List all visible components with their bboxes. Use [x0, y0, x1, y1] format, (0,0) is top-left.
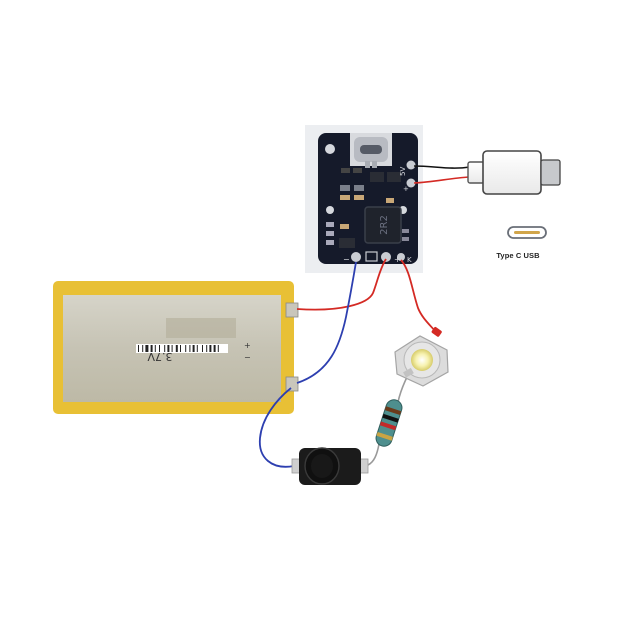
label-bat-plus: + [394, 255, 401, 264]
pad-bat-minus [351, 252, 361, 262]
wire-red-battery [296, 258, 387, 311]
wire-black-5v [413, 165, 471, 169]
battery-plus-mark: + [244, 341, 251, 350]
battery-minus-mark: − [244, 353, 251, 362]
barcode-bar [196, 345, 198, 352]
label-5v: 5V [399, 167, 407, 176]
led-minus-terminal [403, 367, 414, 378]
barcode-bar [189, 345, 191, 352]
barcode-bar [175, 345, 178, 352]
barcode-bar [150, 345, 153, 352]
usb-c-port [350, 133, 392, 168]
resistor [375, 399, 403, 447]
mount-hole-tl [325, 144, 335, 154]
wire-red-led [400, 259, 437, 333]
barcode-bar [171, 345, 173, 352]
usb-c-tongue [514, 231, 540, 234]
barcode-bar [167, 345, 170, 352]
battery-tab-plus [285, 302, 299, 318]
switch-button-top [311, 454, 333, 478]
resistor-band-1 [384, 406, 402, 416]
barcode-bar [206, 345, 208, 352]
label-bat-minus: − [343, 255, 350, 264]
barcode-bar [154, 345, 156, 352]
resistor-band-3 [379, 421, 397, 431]
barcode-bar [185, 345, 187, 352]
led-lens [411, 349, 433, 371]
barcode-bar [138, 345, 139, 352]
resistor-body [375, 399, 403, 447]
pad-in-minus [406, 160, 416, 170]
led-lead [397, 374, 409, 403]
barcode-bar [159, 345, 160, 352]
barcode-bar [202, 345, 203, 352]
barcode-bar [145, 345, 149, 352]
wire-red-5v [413, 176, 471, 184]
barcode-bar [209, 345, 212, 352]
resistor-band-4 [376, 431, 393, 441]
plug-tip [540, 159, 561, 186]
resistor-lead-bottom [367, 443, 380, 466]
pad-k [397, 253, 405, 261]
power-led [394, 335, 449, 387]
plug-housing [482, 150, 542, 195]
pad-bat-plus [381, 252, 391, 262]
label-in-plus: + [403, 185, 409, 193]
battery-label-patch [166, 318, 236, 338]
mount-hole-ml [326, 206, 334, 214]
resistor-band-2 [382, 413, 399, 423]
barcode-bar [217, 345, 219, 352]
barcode-bar [213, 345, 216, 352]
wire-blue-battery [296, 261, 357, 384]
push-switch [291, 447, 369, 485]
usb-c-caption: Type C USB [496, 251, 540, 260]
usb-c-cable [413, 150, 561, 195]
barcode-bar [164, 345, 166, 352]
barcode-bar [180, 345, 181, 352]
battery-voltage: 3.7V [147, 350, 172, 363]
inductor: 2R2 [364, 206, 402, 244]
pad-in-plus [406, 178, 416, 188]
pad-marker [365, 251, 378, 262]
lipo-battery: 3.7V + − [53, 281, 299, 414]
led-plus-terminal [431, 327, 442, 337]
cable-strain-relief [467, 161, 485, 184]
barcode-bar [142, 345, 144, 352]
label-k: K [407, 256, 412, 264]
battery-tab-minus [285, 376, 299, 392]
battery-barcode-bg [136, 344, 228, 353]
wires [259, 258, 437, 468]
inductor-code: 2R2 [379, 215, 390, 235]
wire-blue-switch [259, 387, 295, 468]
battery-barcode [138, 345, 219, 352]
charger-module: 2R2 5V + − + K [305, 125, 423, 273]
barcode-bar [192, 345, 195, 352]
smd-components [326, 168, 409, 248]
